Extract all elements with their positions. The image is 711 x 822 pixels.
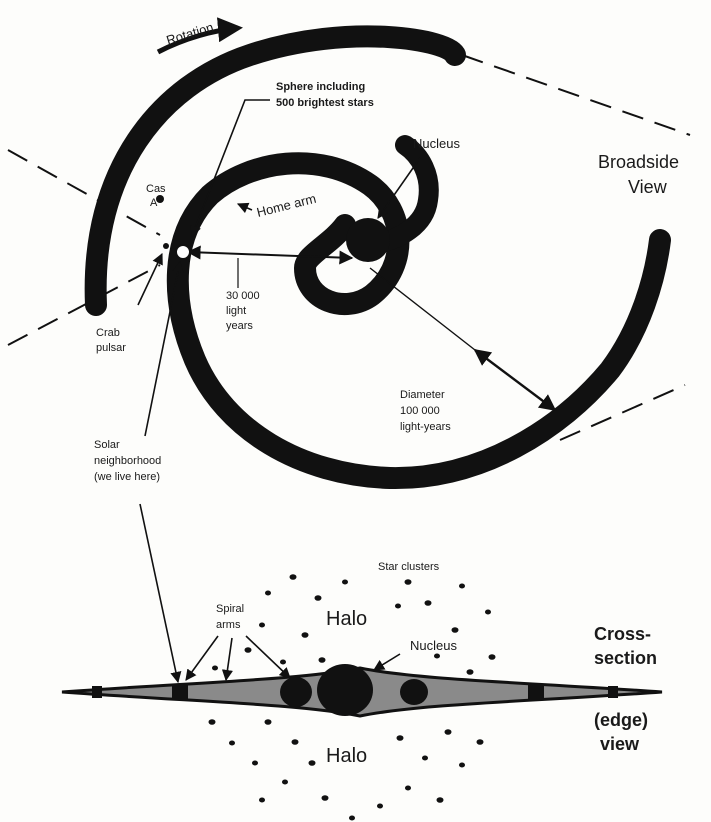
star-cluster [437,797,444,803]
solar-neighborhood-pointer-up [145,262,180,436]
solar-neighborhood-line1: Solar [94,439,120,451]
star-cluster [290,574,297,580]
star-cluster [452,627,459,633]
diameter-label-line2: 100 000 [400,405,440,417]
cross-section-view-line4: view [600,734,640,754]
diameter-arrow [475,350,555,410]
star-cluster [459,763,465,768]
nucleus-label: Nucleus [413,136,460,151]
star-cluster [434,654,440,659]
star-cluster [245,647,252,653]
star-cluster [477,739,484,745]
star-clusters-label: Star clusters [378,561,440,573]
star-cluster [322,795,329,801]
cas-a-marker [156,195,164,203]
solar-neighborhood-pointer-down [140,504,178,682]
star-cluster [259,623,265,628]
disk-arm-segment [528,685,544,699]
star-cluster [377,804,383,809]
star-cluster [280,660,286,665]
star-cluster [405,786,411,791]
cross-section-view-line3: (edge) [594,710,648,730]
galactic-nucleus [346,218,390,262]
cas-a-label-line1: Cas [146,183,166,195]
distance-label-line3: years [226,320,253,332]
disk-arm-segment [172,685,188,699]
distance-label-line1: 30 000 [226,290,260,302]
star-cluster [209,719,216,725]
sun-position-marker [176,245,190,259]
perspective-line-left-lower [8,265,160,345]
diameter-extension [370,268,475,350]
home-arm-label: Home arm [255,191,318,220]
crab-pulsar-marker [163,243,169,249]
star-cluster [489,654,496,660]
distance-label-line2: light [226,305,246,317]
perspective-line-top-right [462,55,690,135]
disk-arm-segment [92,686,102,698]
solar-neighborhood-line2: neighborhood [94,455,161,467]
rotation-label: Rotation [164,19,215,48]
spiral-arms-label-line1: Spiral [216,603,244,615]
diameter-label-line3: light-years [400,421,451,433]
halo-bottom-label: Halo [326,745,367,767]
star-cluster [425,600,432,606]
spiral-arms-pointer-c [246,636,290,678]
spiral-arm-bulge-left [280,677,312,707]
star-cluster [445,729,452,735]
star-cluster [282,780,288,785]
star-cluster [252,761,258,766]
edge-nucleus-pointer [374,654,400,670]
spiral-arms-pointer-a [186,636,218,680]
edge-nucleus-label: Nucleus [410,638,457,653]
star-cluster [397,735,404,741]
star-cluster [309,760,316,766]
star-cluster [292,739,299,745]
spiral-arms-pointer-b [226,638,232,680]
perspective-line-left-upper [8,150,160,235]
crab-pulsar-label-line2: pulsar [96,342,126,354]
star-cluster [422,756,428,761]
star-cluster [319,657,326,663]
halo-top-label: Halo [326,608,367,630]
crab-pulsar-label-line1: Crab [96,327,120,339]
star-cluster [259,798,265,803]
cross-section-view-line1: Cross- [594,624,651,644]
broadside-view-line1: Broadside [598,152,679,172]
cross-section-view-line2: section [594,648,657,668]
sphere-label-line1: Sphere including [276,81,365,93]
star-cluster [265,591,271,596]
star-cluster [212,666,218,671]
star-cluster [395,604,401,609]
star-cluster [229,741,235,746]
star-cluster [467,669,474,675]
solar-neighborhood-line3: (we live here) [94,471,160,483]
star-cluster [315,595,322,601]
broadside-view-line2: View [628,177,668,197]
star-cluster [485,610,491,615]
spiral-arm-bulge-right [400,679,428,705]
sphere-label-line2: 500 brightest stars [276,97,374,109]
star-cluster [342,580,348,585]
star-cluster [302,632,309,638]
edge-nucleus [317,664,373,716]
spiral-arms-label-line2: arms [216,619,241,631]
star-cluster [265,719,272,725]
crab-pulsar-pointer [138,254,162,305]
star-cluster [349,816,355,821]
star-cluster [459,584,465,589]
disk-arm-segment [608,686,618,698]
diameter-label-line1: Diameter [400,389,445,401]
home-arm-pointer [238,204,252,210]
star-cluster [405,579,412,585]
